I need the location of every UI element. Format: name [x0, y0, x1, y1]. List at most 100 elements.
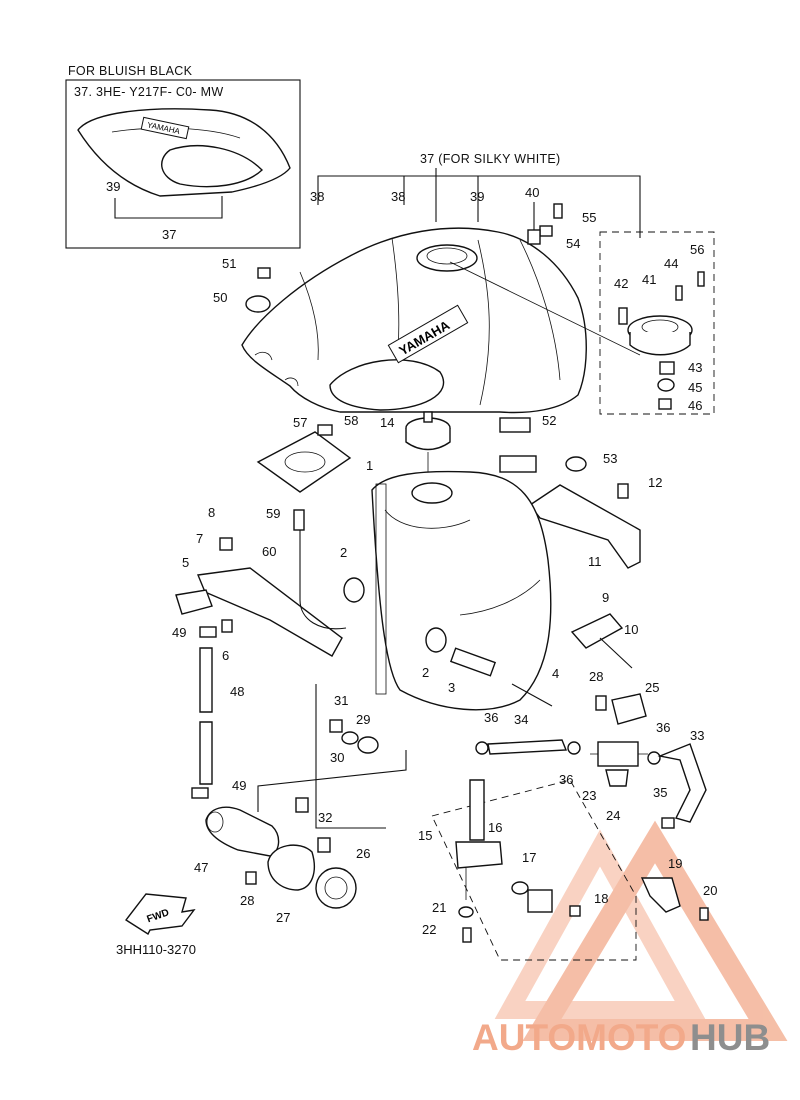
callout-27: 27	[276, 910, 290, 925]
callout-5: 5	[182, 555, 189, 570]
callout-36-right: 36	[656, 720, 670, 735]
callout-19: 19	[668, 856, 682, 871]
hose-34	[487, 739, 568, 755]
callout-7: 7	[196, 531, 203, 546]
callout-4: 4	[552, 666, 559, 681]
bolt-51	[257, 267, 271, 279]
callout-36-left: 36	[484, 710, 498, 725]
screw-22	[462, 927, 472, 943]
washer-21	[458, 906, 474, 918]
bolt-4	[511, 683, 553, 707]
bolt-42	[618, 307, 628, 325]
watermark-triangle	[494, 820, 788, 1041]
callout-42: 42	[614, 276, 628, 291]
cap-group-box	[599, 231, 715, 415]
ring-58	[317, 424, 333, 436]
callout-56: 56	[690, 242, 704, 257]
callout-12: 12	[648, 475, 662, 490]
callout-43: 43	[688, 360, 702, 375]
clip-36-center	[567, 741, 581, 755]
cap-gasket-57	[256, 431, 352, 493]
joint-59	[293, 509, 305, 531]
bolt-31	[329, 719, 343, 733]
bracket-11	[528, 484, 641, 569]
callout-51: 51	[222, 256, 236, 271]
callout-41: 41	[642, 272, 656, 287]
pad-52	[499, 417, 531, 433]
fuel-cock-15	[455, 779, 503, 900]
clip-40	[527, 229, 541, 245]
callout-38-center: 38	[391, 189, 405, 204]
callout-60: 60	[262, 544, 276, 559]
callout-21: 21	[432, 900, 446, 915]
callout-53: 53	[603, 451, 617, 466]
damper-9	[570, 613, 624, 649]
damper-26	[315, 867, 357, 909]
nut-32	[317, 837, 331, 853]
callout-2-upper: 2	[340, 545, 347, 560]
clip-36-right	[647, 751, 661, 765]
callout-28-lower: 28	[240, 893, 254, 908]
callout-50: 50	[213, 290, 227, 305]
callout-39: 39	[470, 189, 484, 204]
callout-44: 44	[664, 256, 678, 271]
callout-59: 59	[266, 506, 280, 521]
screw-28-lower	[245, 871, 257, 885]
callout-8: 8	[208, 505, 215, 520]
inset-side-cover-drawing: YAMAHA	[77, 108, 291, 197]
screw-56	[697, 271, 705, 287]
callout-10: 10	[624, 622, 638, 637]
callout-29: 29	[356, 712, 370, 727]
pad-13	[499, 455, 537, 473]
filler-cap-ring	[627, 315, 693, 356]
callout-15: 15	[418, 828, 432, 843]
callout-1: 1	[366, 458, 373, 473]
connector	[295, 797, 309, 813]
silky-white-label: 37 (FOR SILKY WHITE)	[420, 152, 561, 166]
hose-48-upper	[199, 647, 213, 713]
damper-2-upper	[343, 577, 365, 603]
hose-33	[657, 743, 707, 823]
clamp-49-upper	[199, 626, 217, 638]
forward-arrow-icon: FWD	[124, 893, 196, 936]
callout-2-lower: 2	[422, 665, 429, 680]
screw-20	[699, 907, 709, 921]
bluish-black-label: FOR BLUISH BLACK	[68, 64, 193, 78]
drawing-code: 3HH110-3270	[116, 942, 196, 957]
bracket-7	[197, 567, 343, 657]
callout-49-upper: 49	[172, 625, 186, 640]
bracket-19	[640, 877, 681, 913]
fuel-tank-cover: YAMAHA	[241, 227, 587, 414]
clip-36-left	[475, 741, 489, 755]
pipe-60	[299, 530, 347, 630]
damper-53	[565, 456, 587, 472]
band-27	[267, 844, 316, 891]
fuel-filter-23	[590, 741, 648, 767]
callout-46: 46	[688, 398, 702, 413]
callout-18: 18	[594, 891, 608, 906]
callout-23: 23	[582, 788, 596, 803]
callout-11: 11	[588, 554, 602, 569]
bracket-5	[175, 589, 213, 615]
watermark-text-primary: AUTOMOTO	[472, 1017, 686, 1058]
watermark-text-secondary: HUB	[690, 1017, 770, 1058]
callout-58: 58	[344, 413, 358, 428]
clamp-25	[611, 693, 647, 725]
callout-17: 17	[522, 850, 536, 865]
callout-38-left: 38	[310, 189, 324, 204]
fuel-pump-47	[205, 806, 280, 857]
callout-48: 48	[230, 684, 244, 699]
damper-29	[357, 736, 379, 754]
callout-47: 47	[194, 860, 208, 875]
screw-6	[221, 619, 233, 633]
damper-50	[245, 295, 271, 313]
damper-2-lower	[425, 627, 447, 653]
callout-14: 14	[380, 415, 394, 430]
callout-26: 26	[356, 846, 370, 861]
clamp-35	[661, 817, 675, 829]
bolt-12	[617, 483, 629, 499]
callout-52: 52	[542, 413, 556, 428]
gasket-18-plate	[527, 889, 553, 913]
callout-54: 54	[566, 236, 580, 251]
